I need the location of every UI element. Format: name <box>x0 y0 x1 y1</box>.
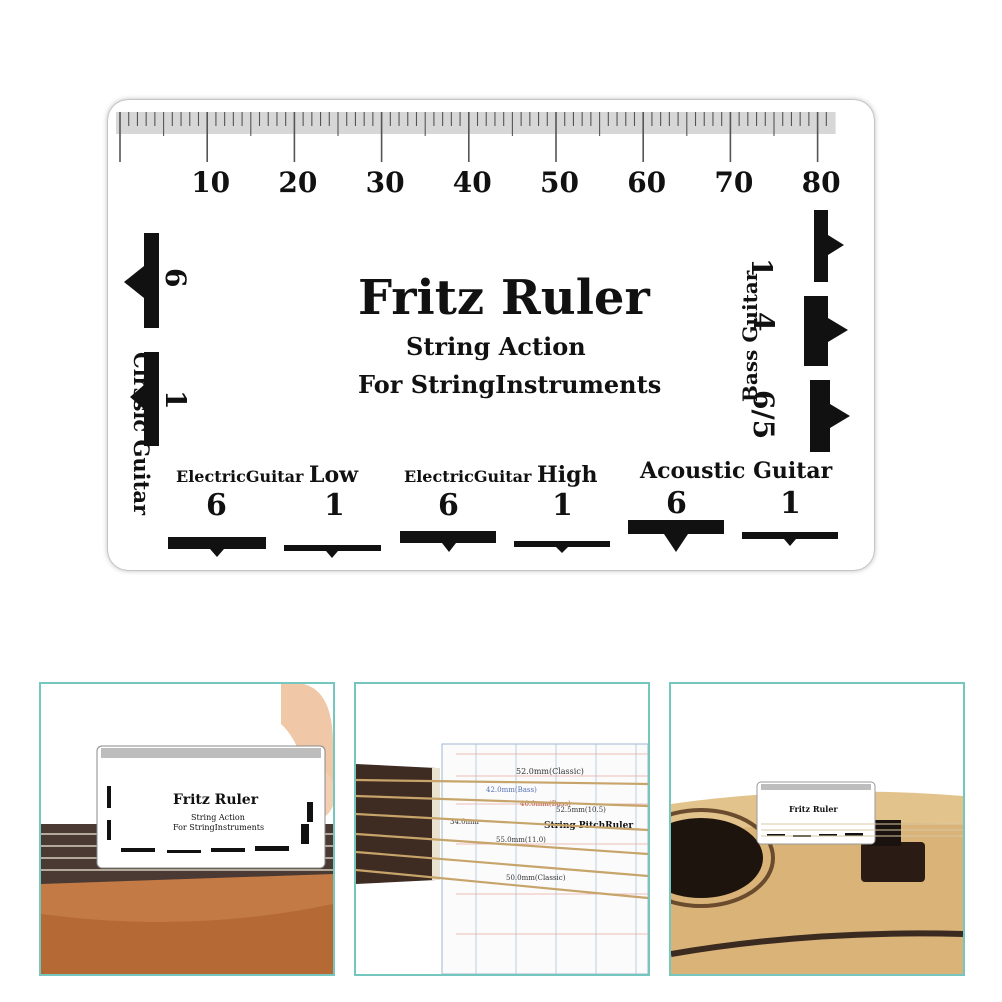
classic-gauge-1-notch <box>130 385 144 409</box>
classic-gauge-1-bar <box>144 352 159 446</box>
ruler-subtitle-1: String Action <box>406 332 586 361</box>
acoustic-6-notch <box>664 534 688 552</box>
photo-ruler-on-neck-scene: Fritz Ruler String Action For StringInst… <box>41 684 333 974</box>
photo-acoustic-bridge: Fritz Ruler <box>669 682 965 976</box>
ruler-tick-band <box>116 112 836 134</box>
acoustic-6-number: 6 <box>666 486 687 521</box>
photo-pitch-ruler-scene: 52.0mm(Classic) 42.0mm(Bass) 40.0mm(Bass… <box>356 684 648 974</box>
photo2-line-bass: 42.0mm(Bass) <box>486 786 537 794</box>
scale-label: 60 <box>627 166 667 199</box>
electric-low-6-notch <box>210 549 224 557</box>
classic-gauge-6-notch <box>124 266 144 298</box>
electric-high-6-number: 6 <box>438 488 459 523</box>
electric-low-label-b: Low <box>308 462 359 488</box>
electric-high-label-b: High <box>536 462 598 488</box>
bass-gauge-1-bar <box>814 210 828 282</box>
electric-high-1-notch <box>556 547 568 553</box>
scale-label: 50 <box>540 166 579 199</box>
bass-guitar-label: Bass Guitar <box>738 270 762 402</box>
electric-high-label-a: ElectricGuitar <box>404 467 532 486</box>
scale-label: 20 <box>278 166 318 199</box>
electric-high-1-bar <box>514 541 610 547</box>
bass-gauge-1-notch <box>828 235 844 255</box>
bass-gauge-65-number: 6/5 <box>747 390 780 440</box>
bass-gauge-65-bar <box>810 380 830 452</box>
photo-ruler-on-neck: Fritz Ruler String Action For StringInst… <box>39 682 335 976</box>
electric-low-1-notch <box>326 551 338 558</box>
electric-high-1-number: 1 <box>552 488 573 523</box>
photo-acoustic-bridge-scene: Fritz Ruler <box>671 684 963 974</box>
photo2-line-110: 55.0mm(11.0) <box>496 836 546 844</box>
acoustic-1-bar <box>742 532 838 539</box>
photo1-ruler-subtitle-2: For StringInstruments <box>173 823 264 832</box>
scale-label: 40 <box>452 166 492 199</box>
ruler-subtitle-2: For StringInstruments <box>358 370 662 399</box>
bass-gauge-4-bar <box>804 296 828 366</box>
acoustic-label: Acoustic Guitar <box>640 458 833 484</box>
electric-low-6-bar <box>168 537 266 549</box>
acoustic-6-bar <box>628 520 724 534</box>
bass-gauge-4-number: 4 <box>747 312 780 332</box>
photo2-line-classic: 52.0mm(Classic) <box>516 767 584 776</box>
electric-low-label-a: ElectricGuitar <box>176 467 304 486</box>
electric-high-label: ElectricGuitar High <box>404 462 598 488</box>
scale-label: 30 <box>365 166 405 199</box>
scale-label: 70 <box>714 166 754 199</box>
ruler-title: Fritz Ruler <box>358 270 650 326</box>
acoustic-1-number: 1 <box>780 486 801 521</box>
electric-high-6-notch <box>442 543 456 552</box>
electric-low-label: ElectricGuitar Low <box>176 462 358 488</box>
classic-gauge-1-number: 1 <box>159 390 192 410</box>
bass-gauge-1-number: 1 <box>745 258 778 278</box>
photo1-ruler-title: Fritz Ruler <box>173 792 259 808</box>
electric-high-6-bar <box>400 531 496 543</box>
fritz-ruler-card: 10 20 30 40 50 60 70 80 Fritz Ruler String Acti… <box>108 100 874 570</box>
classic-gauge-6-bar <box>144 233 159 328</box>
photo2-line-525: 52.5mm(10.5) <box>556 806 606 814</box>
electric-low-1-number: 1 <box>324 488 345 523</box>
electric-low-1-bar <box>284 545 381 551</box>
ruler-ticks <box>116 112 836 162</box>
scale-label: 10 <box>191 166 231 199</box>
acoustic-1-notch <box>784 539 796 546</box>
bass-gauge-65-notch <box>830 404 850 428</box>
photo3-ruler-title: Fritz Ruler <box>789 804 838 814</box>
photo2-line-width: 34.0mm <box>450 818 479 826</box>
electric-low-6-number: 6 <box>206 488 227 523</box>
photo-pitch-ruler: 52.0mm(Classic) 42.0mm(Bass) 40.0mm(Bass… <box>354 682 650 976</box>
bass-gauge-4-notch <box>828 318 848 342</box>
photo1-ruler-subtitle-1: String Action <box>191 813 245 822</box>
photo2-line-105: 40.0mm(Bass) <box>520 800 571 808</box>
scale-label: 80 <box>801 166 841 199</box>
classic-gauge-6-number: 6 <box>159 268 192 288</box>
photo2-line-bot: 50.0mm(Classic) <box>506 874 566 882</box>
